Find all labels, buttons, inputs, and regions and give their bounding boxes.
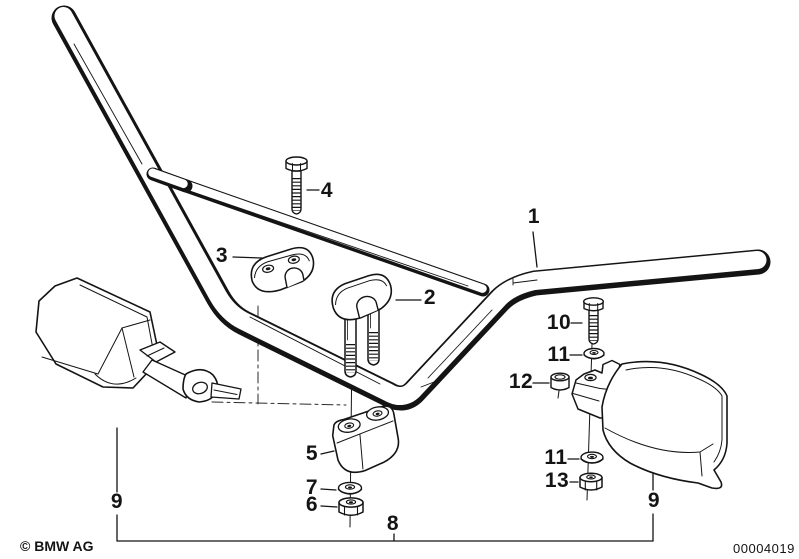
- callout-3: 3: [215, 244, 229, 267]
- riser-highlight: [427, 309, 493, 379]
- clamp3-arch: [284, 267, 305, 289]
- callout-6: 6: [305, 493, 319, 516]
- leader-5: [320, 450, 335, 455]
- callout-2: 2: [423, 286, 437, 309]
- callout-5: 5: [305, 442, 319, 465]
- grip-mark-right: [512, 278, 538, 286]
- part-2-clamp-with-studs: [331, 273, 393, 378]
- part-9-hand-guard-right: [601, 360, 728, 490]
- bracket-bolt-hole: [584, 373, 597, 382]
- grip-highlight-right: [539, 271, 749, 295]
- handlebar-crossbar: [145, 167, 490, 297]
- guard-clamp-jaw: [182, 368, 219, 403]
- part-6-nut: [338, 497, 364, 516]
- callout-1: 1: [527, 205, 541, 228]
- spacer-tick-line: [557, 390, 560, 399]
- crossbar-highlight: [159, 180, 469, 287]
- callout-11-upper: 11: [547, 343, 571, 366]
- callout-9-left: 9: [110, 490, 124, 513]
- clamp2-arch: [356, 295, 379, 319]
- callout-8: 8: [386, 512, 400, 535]
- callout-leader-lines: [116, 189, 654, 542]
- guard-clamp-slot: [210, 382, 242, 400]
- part-13-nut: [579, 472, 603, 491]
- part-7-washer: [337, 481, 363, 495]
- part-11-washer-upper: [583, 347, 605, 360]
- part-1-handlebar: [51, 5, 771, 411]
- callout-12: 12: [508, 370, 534, 393]
- leader-6: [320, 505, 338, 508]
- callout-4: 4: [320, 179, 334, 202]
- copyright-text: © BMW AG: [20, 538, 94, 554]
- leader-3: [232, 256, 263, 259]
- part-10-bolt: [583, 297, 605, 345]
- riser-mark: [420, 381, 435, 388]
- part-3-clamp-upper: [250, 246, 315, 293]
- part-4-bolt: [285, 156, 308, 215]
- callout-7: 7: [305, 476, 319, 499]
- plate-number: 00004019: [733, 541, 795, 556]
- callout-9-right: 9: [647, 489, 661, 512]
- part-9-hand-guard-left: [35, 277, 242, 403]
- leader-7: [320, 488, 337, 491]
- callout-11-lower: 11: [544, 446, 568, 469]
- callout-10: 10: [546, 311, 572, 334]
- guard-clamp-hole: [192, 381, 208, 395]
- part-12-spacer: [550, 372, 570, 391]
- part-5-clamp-lower: [331, 405, 400, 474]
- center-highlight: [249, 316, 381, 385]
- grip-highlight-left: [73, 43, 143, 165]
- guard-clamp-arm: [142, 359, 193, 399]
- guard-clamp-boss: [139, 341, 176, 363]
- callout-13: 13: [544, 469, 570, 492]
- leader-1: [532, 231, 538, 268]
- centerline-horizontal: [211, 401, 347, 406]
- part-11-washer-lower: [580, 451, 604, 464]
